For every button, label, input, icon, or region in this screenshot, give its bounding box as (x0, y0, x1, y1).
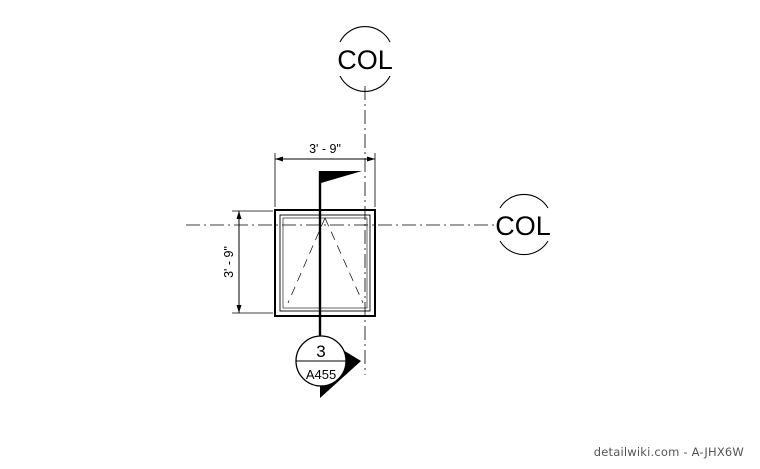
grid-label-right: COL (495, 211, 551, 241)
section-cut-line (318, 171, 362, 336)
grid-bubble-top: COL (337, 26, 393, 92)
grid-label-top: COL (337, 45, 393, 75)
window-unit (274, 209, 376, 317)
watermark-text: detailwiki.com - A-JHX6W (594, 445, 744, 459)
vertical-dimension: 3' - 9" (222, 210, 273, 314)
horizontal-dimension-label: 3' - 9" (309, 142, 341, 156)
horizontal-dimension: 3' - 9" (274, 142, 376, 207)
vertical-dimension-label: 3' - 9" (222, 246, 236, 278)
grid-bubble-right: COL (495, 193, 551, 256)
section-sheet-ref: A455 (306, 367, 336, 382)
section-marker: 3 A455 (295, 335, 361, 398)
section-number: 3 (316, 342, 325, 361)
